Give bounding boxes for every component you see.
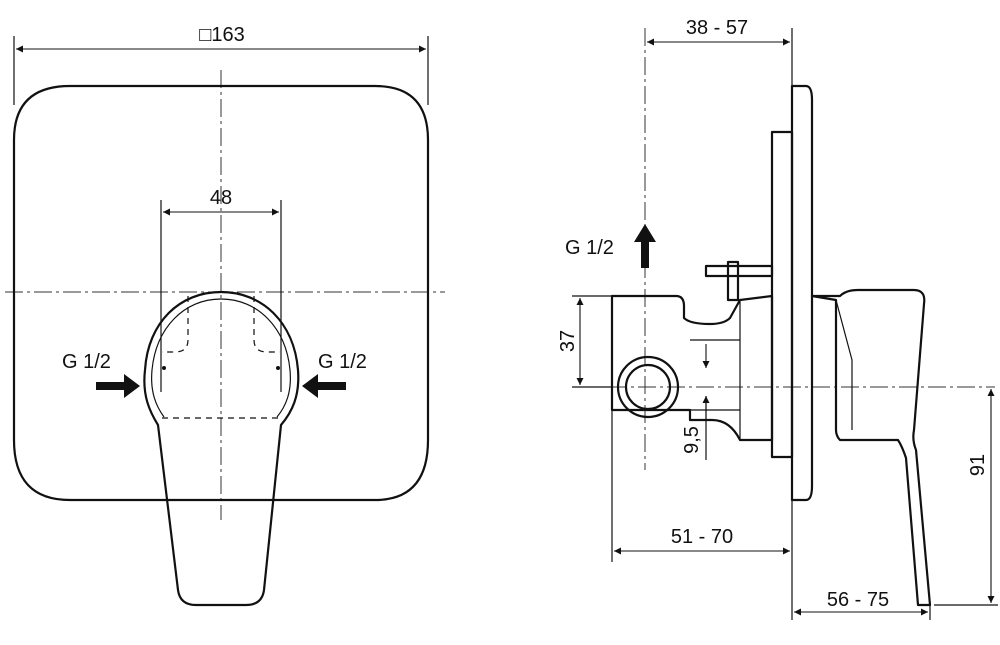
lever-inner-contour — [151, 298, 291, 418]
body-inner-contour — [690, 300, 741, 440]
inlet-ring-outer — [616, 355, 680, 419]
front-screw-left — [162, 366, 166, 370]
mounting-bracket — [726, 260, 740, 302]
inlet-left-arrow-icon — [96, 374, 140, 398]
height-label: 37 — [557, 330, 579, 352]
handle-width-label: 48 — [210, 187, 232, 209]
lever-handle-side — [810, 288, 932, 607]
outlet-label: G 1/2 — [565, 237, 614, 259]
lever-handle-front — [143, 290, 300, 607]
inlet-right-label: G 1/2 — [318, 351, 367, 373]
front-screw-right — [276, 366, 280, 370]
cover-plate — [12, 84, 430, 502]
valve-body-side — [610, 294, 774, 442]
hidden-cartridge-contour — [162, 296, 280, 419]
width-label: □163 — [199, 24, 244, 46]
lever-side-inner — [835, 299, 853, 430]
depth-body-label: 51 - 70 — [671, 526, 733, 548]
inlet-ring-inner — [624, 363, 672, 411]
outlet-arrow-icon — [634, 224, 656, 268]
inlet-left-label: G 1/2 — [62, 351, 111, 373]
depth-handle-label: 56 - 75 — [827, 589, 889, 611]
inlet-right-arrow-icon — [302, 374, 346, 398]
depth-top-label: 38 - 57 — [686, 17, 748, 39]
front-view: □163 48 G 1/2 G 1/2 — [5, 24, 445, 607]
handle-height-label: 91 — [967, 454, 989, 476]
wall-plate-side — [770, 130, 794, 459]
cover-plate-side — [790, 84, 814, 502]
side-view: 38 - 57 G 1/2 37 9,5 5 — [557, 17, 998, 620]
offset-label: 9,5 — [681, 426, 703, 454]
